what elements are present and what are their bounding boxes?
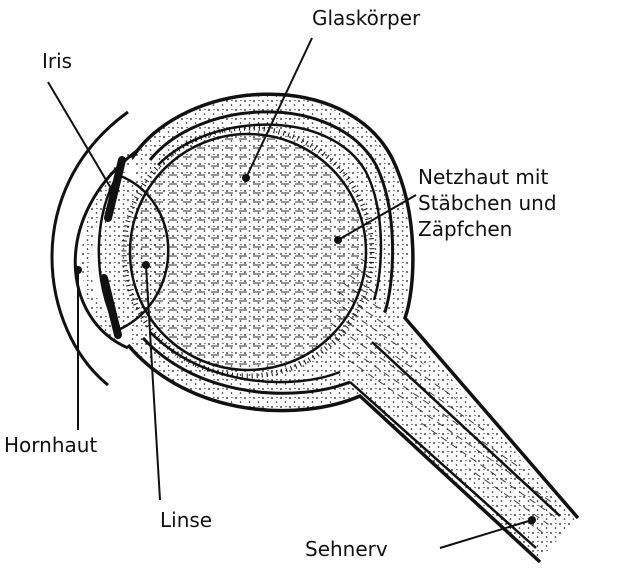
label-netzhaut-line2: Stäbchen und: [418, 191, 557, 215]
label-glaskoerper: Glaskörper: [312, 6, 421, 30]
leader-lines: [47, 37, 536, 549]
label-netzhaut-line1: Netzhaut mit: [418, 165, 548, 189]
retina-layers: [149, 123, 383, 384]
cornea: [50, 110, 139, 387]
label-hornhaut: Hornhaut: [4, 433, 97, 457]
optic-nerve: [327, 250, 561, 549]
label-netzhaut-line3: Zäpfchen: [418, 217, 512, 241]
label-iris: Iris: [42, 49, 72, 73]
label-linse: Linse: [160, 508, 212, 532]
label-sehnerv: Sehnerv: [305, 537, 388, 561]
